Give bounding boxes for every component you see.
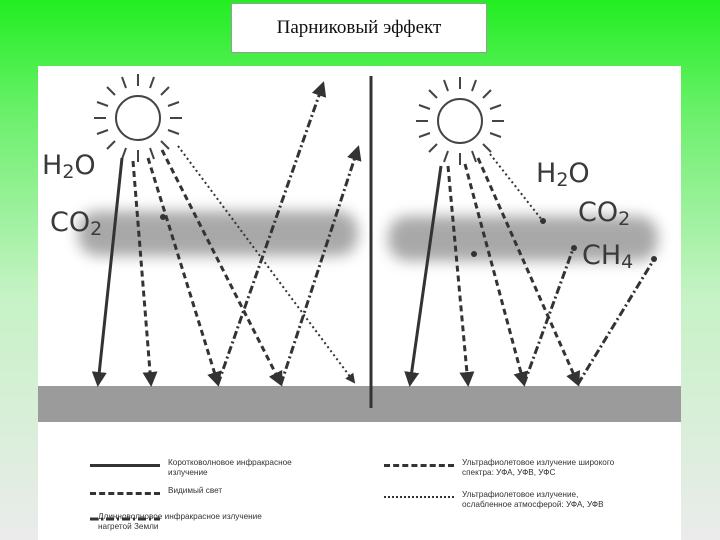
rays-left — [91, 81, 362, 387]
ray-attenuated-uv-left — [177, 145, 356, 384]
atmosphere-band-left — [78, 211, 358, 256]
sun-icon-left — [94, 74, 182, 162]
legend-line-solid — [90, 464, 160, 467]
legend-item-uv-attenuated: Ультрафиолетовое излучение, ослабленное … — [384, 490, 627, 510]
molecule-label-ch4-right: CH4 — [582, 240, 634, 273]
molecule-label-co2-right: CO2 — [578, 197, 631, 230]
legend-line-dotted — [384, 496, 454, 498]
ray-visible-right — [446, 165, 475, 387]
legend-line-dashed-2 — [384, 464, 454, 467]
ground-surface — [38, 386, 681, 422]
ray-visible-left — [131, 160, 158, 387]
molecule-label-h2o-right: H2O — [536, 158, 590, 191]
ray-longwave-up-left — [216, 81, 327, 385]
rays-right — [404, 153, 657, 387]
ray-shortwave-ir-left — [91, 157, 124, 387]
reflection-dot-right-2 — [571, 245, 577, 251]
legend-line-dashdot — [90, 517, 160, 521]
reflection-dot-right-4 — [471, 251, 477, 257]
ray-shortwave-ir-right — [404, 165, 443, 387]
molecule-label-h2o-left: H2O — [42, 150, 96, 183]
legend-item-uv-broad: Ультрафиолетовое излучение широкого спек… — [384, 458, 627, 478]
sun-icon-right — [416, 77, 504, 165]
legend-line-dashed — [90, 492, 160, 495]
ray-uv-left-2 — [160, 149, 283, 387]
reflection-dot-right-3 — [651, 256, 657, 262]
ray-uv-right-2 — [476, 157, 581, 387]
greenhouse-diagram — [38, 74, 681, 422]
ray-uv-right — [463, 163, 529, 387]
legend: Коротковолновое инфракрасное излучение В… — [38, 446, 681, 540]
ray-longwave-up-right — [576, 260, 655, 385]
ray-attenuated-uv-right — [489, 153, 543, 221]
legend-item-visible-light: Видимый свет — [90, 486, 333, 496]
legend-item-shortwave-ir: Коротковолновое инфракрасное излучение — [90, 458, 333, 478]
ray-longwave-up-left-2 — [279, 145, 362, 385]
ray-longwave-up-right-2 — [522, 248, 575, 385]
molecule-label-co2-left: CO2 — [50, 207, 103, 240]
slide-title-text: Парниковый эффект — [276, 17, 442, 38]
reflection-dot-left — [160, 214, 166, 220]
diagram-panel: H2O CO2 H2O CO2 CH4 Коротковолновое инфр… — [38, 66, 681, 540]
ray-uv-left — [146, 157, 222, 387]
legend-item-longwave-ir: Длинноволновое инфракрасное излучение на… — [90, 512, 263, 532]
slide-title: Парниковый эффект — [231, 3, 487, 53]
reflection-dot-right-1 — [540, 218, 546, 224]
